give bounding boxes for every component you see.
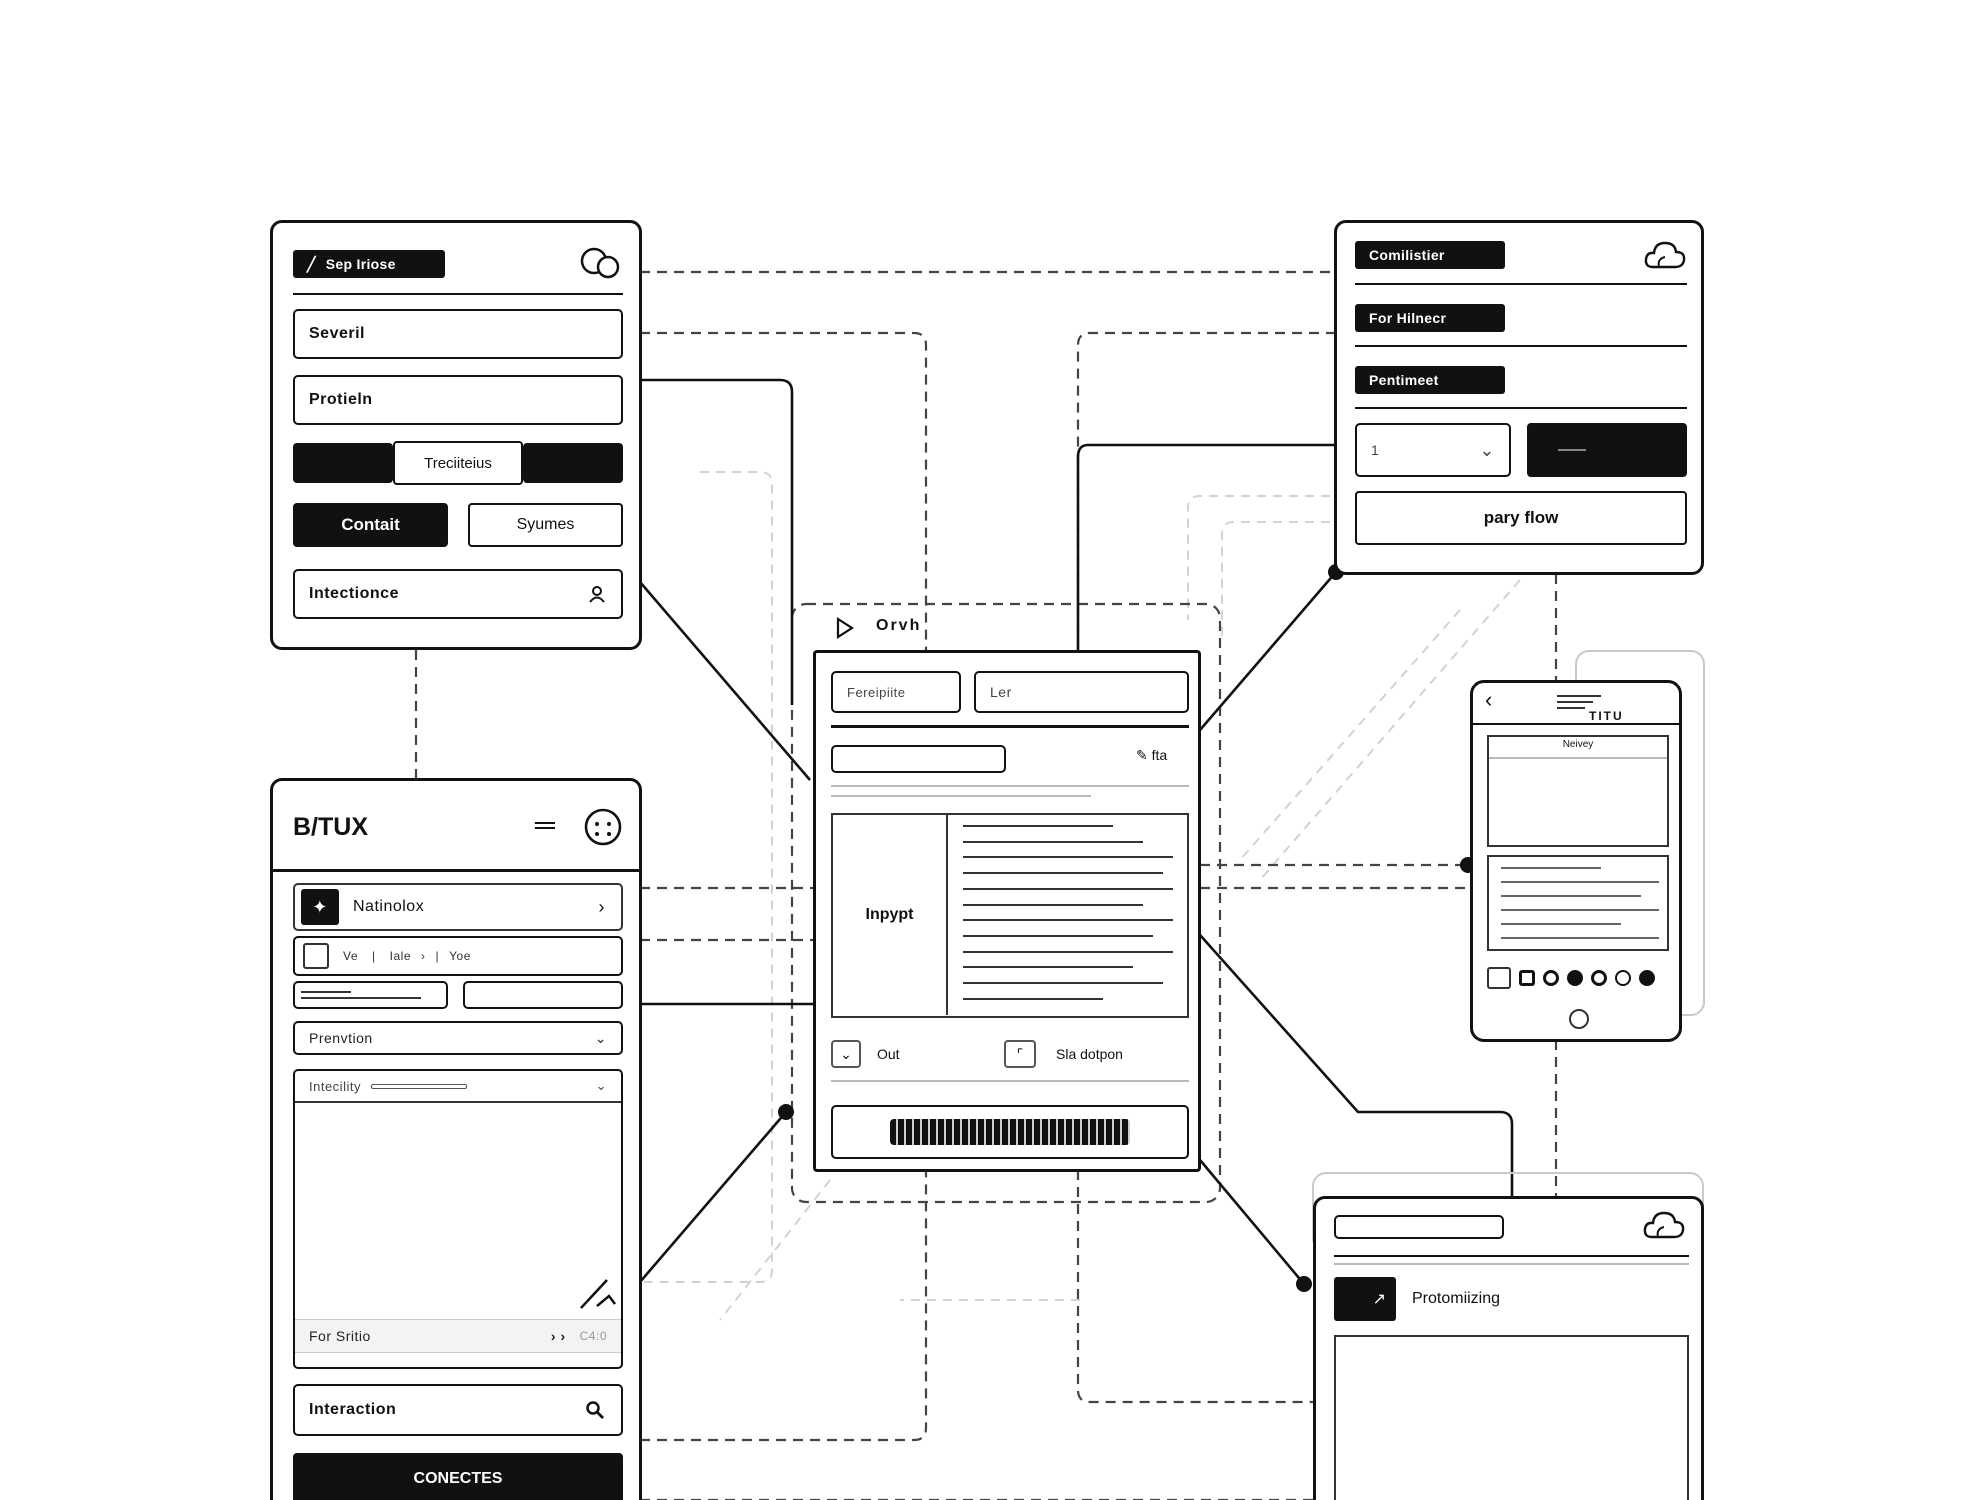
select-prenvtion[interactable]: Prenvtion ⌄ [293,1021,623,1055]
option-out[interactable]: ⌄ Out [831,1040,900,1068]
phone-icon-row [1487,967,1655,989]
footer-bar [831,1105,1189,1159]
pary-flow-button[interactable]: pary flow [1355,491,1687,545]
interaction-search[interactable]: Interaction [293,1384,623,1436]
chevron-right-icon: › [598,896,605,917]
dot-icon[interactable] [1543,970,1559,986]
segment-right[interactable] [523,443,623,483]
range-input-right[interactable] [463,981,623,1009]
chevron-right-icon: › [421,949,426,963]
divider [1355,283,1687,285]
dot-icon[interactable] [1591,970,1607,986]
panel-bottom-right: ↗ Protomiizing [1313,1196,1704,1500]
divider [831,785,1189,787]
toolbar-label: Orvh [876,617,922,634]
nav-item[interactable]: ✦ Natinolox › [293,883,623,931]
input-ler[interactable]: Ler [974,671,1189,713]
panel-badge: ╱ Sep Iriose [293,250,445,278]
list-footer-row[interactable]: For Sritio › › C4:0 [295,1319,621,1353]
progress-line [370,1083,467,1089]
range-input-left[interactable] [293,981,448,1009]
fast-forward-icon: › › [550,1328,566,1344]
divider [1355,407,1687,409]
star-icon: ✦ [301,889,339,925]
syumes-button[interactable]: Syumes [468,503,623,547]
resize-handle-icon[interactable] [577,1276,617,1312]
title-input[interactable] [1334,1215,1504,1239]
input-fereipiite[interactable]: Fereipiite [831,671,961,713]
pill-for-hilnecr[interactable]: For Hilnecr [1355,304,1505,332]
title-input[interactable] [831,745,1006,773]
checkbox[interactable] [303,943,329,969]
divider [1334,1263,1689,1265]
progress-pattern[interactable] [890,1119,1130,1145]
select-intecility[interactable]: Intecility ⌄ [295,1071,621,1103]
image-placeholder[interactable]: Inpypt [833,815,948,1015]
option-sla-dotpon[interactable]: ⌜ Sla dotpon [1004,1040,1123,1068]
device-icon[interactable] [1487,967,1511,989]
play-icon[interactable] [835,617,855,639]
contait-button[interactable]: Contait [293,503,448,547]
list-item[interactable]: ↗ Protomiizing [1334,1277,1500,1321]
pill-comilistier[interactable]: Comilistier [1355,241,1505,269]
input-field-1[interactable]: Severil [293,309,623,359]
panel-top-left: ╱ Sep Iriose Severil Protieln Treciiteiu… [270,220,642,650]
segment-left[interactable] [293,443,393,483]
divider [831,795,1091,797]
dot-icon[interactable] [1519,970,1535,986]
header-divider [273,869,639,872]
minus-icon [1558,449,1586,451]
divider [831,1080,1189,1082]
menu-icon[interactable] [1557,695,1601,709]
quantity-select[interactable]: 1 ⌄ [1355,423,1511,477]
pill-pentimeet[interactable]: Pentimeet [1355,366,1505,394]
frame-icon: ⌜ [1004,1040,1036,1068]
back-arrow-icon[interactable]: ‹ [1485,687,1493,712]
edit-action[interactable]: ✎ fta [1136,747,1168,763]
chevron-down-icon: ⌄ [831,1040,861,1068]
chevron-down-icon: ⌄ [594,1029,607,1046]
panel-center: Fereipiite Ler ✎ fta Inpypt ⌄ Out ⌜ Sla … [813,650,1201,1172]
breadcrumb: Ve | Iale › | Yoe [293,936,623,976]
connect-button[interactable]: CONECTES [293,1453,623,1500]
divider [1334,1255,1689,1257]
user-icon [589,586,605,603]
dot-icon[interactable] [1639,970,1655,986]
menu-icon[interactable]: ═ [535,809,555,840]
pen-icon: ↗ [1334,1277,1396,1321]
cloud-icon[interactable] [1642,1207,1686,1243]
divider [1355,345,1687,347]
cloud-icon[interactable] [578,245,626,281]
body-text-lines [963,825,1173,1000]
content-block: Inpypt [831,813,1189,1018]
list-box[interactable]: Intecility ⌄ For Sritio › › C4:0 [293,1069,623,1369]
home-button[interactable] [1569,1009,1589,1029]
segment-center[interactable]: Treciiteius [393,441,523,485]
panel-left-main: B/TUX ═ ✦ Natinolox › Ve | Iale › | Yoe … [270,778,642,1500]
search-field-top[interactable]: Intectionce [293,569,623,619]
content-area [1334,1335,1689,1500]
smiley-icon[interactable] [583,807,623,847]
brand-logo: B/TUX [293,813,368,841]
cloud-icon[interactable] [1643,237,1687,273]
wand-icon: ╱ [307,255,316,272]
phone-card[interactable]: Neivey [1487,735,1669,847]
dot-icon[interactable] [1615,970,1631,986]
phone-text-card[interactable] [1487,855,1669,951]
dark-action-button[interactable] [1527,423,1687,477]
divider [293,293,623,295]
toolbar-divider [831,725,1189,728]
panel-top-right: Comilistier For Hilnecr Pentimeet 1 ⌄ pa… [1334,220,1704,575]
pen-icon: ✎ [1136,747,1148,763]
phone-title: TITU [1589,709,1624,723]
search-icon [586,1401,604,1419]
chevron-down-icon: ⌄ [595,1078,607,1093]
dot-icon[interactable] [1567,970,1583,986]
panel-phone: ‹ TITU Neivey [1470,680,1682,1042]
divider [1473,723,1679,725]
chevron-down-icon: ⌄ [1479,439,1495,460]
input-field-2[interactable]: Protieln [293,375,623,425]
